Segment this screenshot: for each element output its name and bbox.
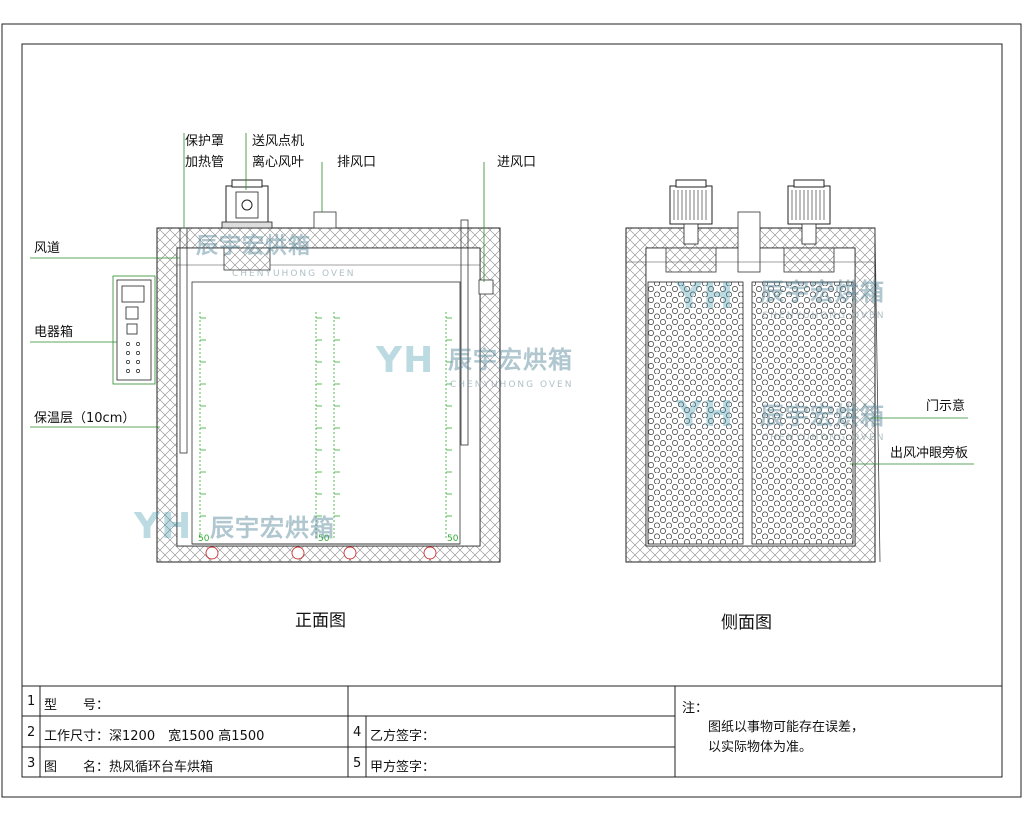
rack-number: 50 — [318, 534, 330, 544]
label-door: 门示意 — [926, 399, 966, 414]
label-motor: 送风点机 — [252, 134, 305, 149]
wheel — [343, 546, 357, 560]
note-line: 以实际物体为准。 — [708, 740, 813, 755]
watermark-en: CHENYUHONG OVEN — [450, 380, 574, 390]
motor-icon — [787, 179, 831, 245]
watermark-en: CHENYUHONG OVEN — [762, 433, 886, 443]
label-panel: 电器箱 — [34, 325, 74, 340]
panel-button — [136, 360, 140, 364]
cart-racks — [199, 312, 452, 540]
side-view-title: 侧面图 — [721, 613, 772, 633]
dimensions-field: 工作尺寸：深1200 宽1500 高1500 — [44, 729, 265, 744]
drawing-name-field: 图 名：热风循环台车烘箱 — [44, 760, 214, 775]
perforated-plate — [647, 281, 744, 545]
perforated-plate — [751, 281, 854, 545]
wheel — [291, 546, 305, 560]
air-inlet — [478, 279, 494, 295]
watermark-en: CHENYUHONG OVEN — [232, 269, 356, 279]
panel-button — [126, 369, 130, 373]
fan-blade — [783, 247, 835, 273]
watermark-text: 辰宇宏烘箱 — [196, 234, 312, 259]
motor-icon — [669, 179, 713, 245]
front-view: 50 50 50 — [30, 133, 501, 563]
electrical-panel — [112, 275, 156, 385]
title-block — [21, 685, 1003, 778]
watermark-text: 辰宇宏烘箱 — [760, 278, 885, 306]
panel-button — [126, 351, 130, 355]
cart-wheels — [205, 546, 437, 560]
note-title: 注： — [682, 701, 709, 716]
party-a-signature: 甲方签字： — [370, 760, 436, 775]
wheel — [423, 546, 437, 560]
watermark-text: 辰宇宏烘箱 — [448, 346, 573, 374]
watermark-logo: YH — [676, 276, 735, 317]
note-line: 图纸以事物可能存在误差， — [708, 720, 865, 735]
watermark-logo: YH — [376, 340, 435, 381]
panel-button — [136, 351, 140, 355]
watermark-text: 辰宇宏烘箱 — [210, 514, 335, 542]
label-plate: 出风冲眼旁板 — [890, 446, 969, 461]
watermark-text: 辰宇宏烘箱 — [760, 402, 885, 430]
row-number: 1 — [27, 694, 36, 709]
label-duct: 风道 — [34, 241, 61, 256]
panel-button — [126, 360, 130, 364]
row-number: 4 — [353, 725, 362, 740]
rack-number: 50 — [447, 534, 459, 544]
side-view — [625, 179, 974, 563]
label-heater: 加热管 — [185, 155, 225, 170]
panel-button — [136, 342, 140, 346]
outer-border — [1, 23, 1022, 798]
label-hood: 保护罩 — [185, 134, 225, 149]
label-fan: 离心风叶 — [252, 155, 305, 170]
heater-tube — [179, 227, 188, 454]
watermark-en: CHENYUHONG OVEN — [762, 311, 886, 321]
party-b-signature: 乙方签字： — [370, 729, 436, 744]
exhaust-port — [313, 211, 337, 229]
model-field: 型 号： — [44, 698, 110, 713]
label-insulation: 保温层（10cm） — [34, 411, 136, 426]
watermark-logo: YH — [134, 506, 193, 547]
watermark-logo: YH — [676, 394, 735, 435]
panel-button — [126, 342, 130, 346]
label-inlet: 进风口 — [497, 155, 537, 170]
row-number: 3 — [27, 756, 36, 771]
row-number: 5 — [353, 756, 362, 771]
panel-button — [136, 369, 140, 373]
fan-blade — [223, 247, 271, 271]
label-exhaust: 排风口 — [337, 155, 377, 170]
front-view-title: 正面图 — [295, 611, 346, 631]
fan-blade — [665, 247, 717, 273]
row-number: 2 — [27, 725, 36, 740]
motor-icon — [221, 179, 273, 229]
rack-number: 50 — [198, 534, 210, 544]
wheel — [205, 546, 219, 560]
